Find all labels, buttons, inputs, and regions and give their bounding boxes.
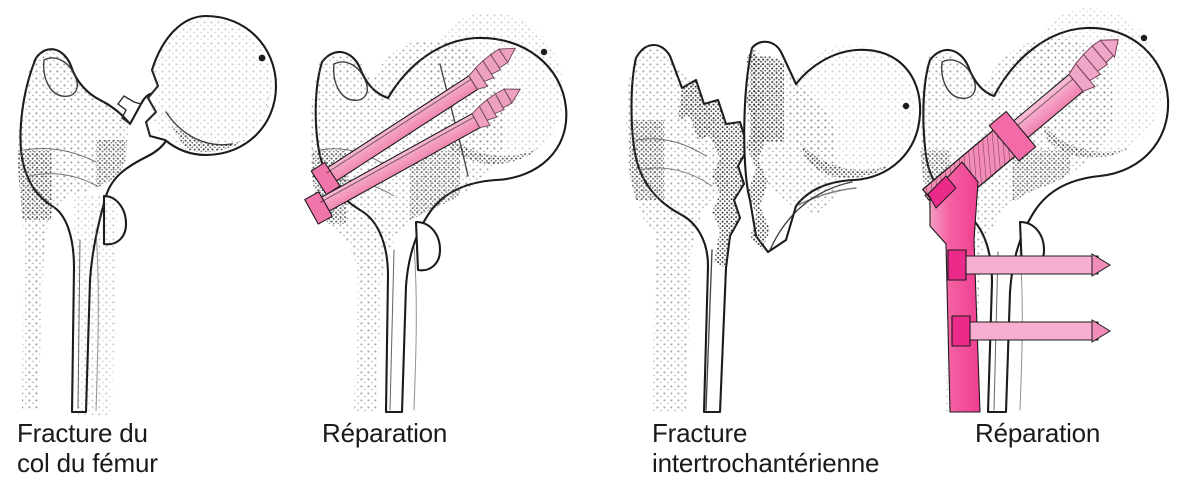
caption-line: Fracture du: [17, 418, 148, 448]
caption-line: Réparation: [322, 418, 448, 448]
caption-femoral-neck-repair: Réparation: [290, 418, 622, 448]
illustration-intertrochanteric-fracture: [600, 0, 930, 415]
proximal-femur-shape: [310, 12, 568, 414]
fovea-capitis: [1140, 34, 1148, 42]
caption-line: Réparation: [975, 418, 1101, 448]
cannulated-screw-superior: [310, 47, 516, 196]
fovea-capitis: [258, 54, 266, 62]
screw-threads: [468, 47, 516, 90]
illustration-femoral-neck-repair: [290, 0, 590, 415]
fovea-capitis: [540, 48, 548, 56]
panel-intertrochanteric-repair: Réparation: [900, 0, 1200, 482]
illustration-femoral-neck-fracture: [0, 0, 300, 415]
side-plate: [927, 161, 981, 413]
caption-intertrochanteric-fracture: Fracture intertrochantérienne: [600, 418, 982, 478]
panel-femoral-neck-repair: Réparation: [290, 0, 590, 482]
illustration-intertrochanteric-repair: [900, 0, 1200, 415]
cannulated-screw-inferior: [304, 88, 522, 225]
panel-intertrochanteric-fracture: Fracture intertrochantérienne: [600, 0, 930, 482]
caption-line: intertrochantérienne: [652, 448, 880, 478]
screw-threads: [471, 88, 522, 129]
panel-femoral-neck-fracture: Fracture du col du fémur: [0, 0, 300, 482]
cortical-screw-upper: [947, 249, 1111, 281]
screw-threads: [1068, 39, 1119, 92]
caption-line: col du fémur: [17, 448, 158, 478]
cortical-screw-lower: [951, 315, 1111, 347]
caption-femoral-neck-fracture: Fracture du col du fémur: [0, 418, 317, 478]
caption-intertrochanteric-repair: Réparation: [900, 418, 1200, 448]
caption-line: Fracture: [652, 418, 748, 448]
proximal-fragment: [743, 40, 922, 254]
fovea-capitis: [902, 102, 910, 110]
